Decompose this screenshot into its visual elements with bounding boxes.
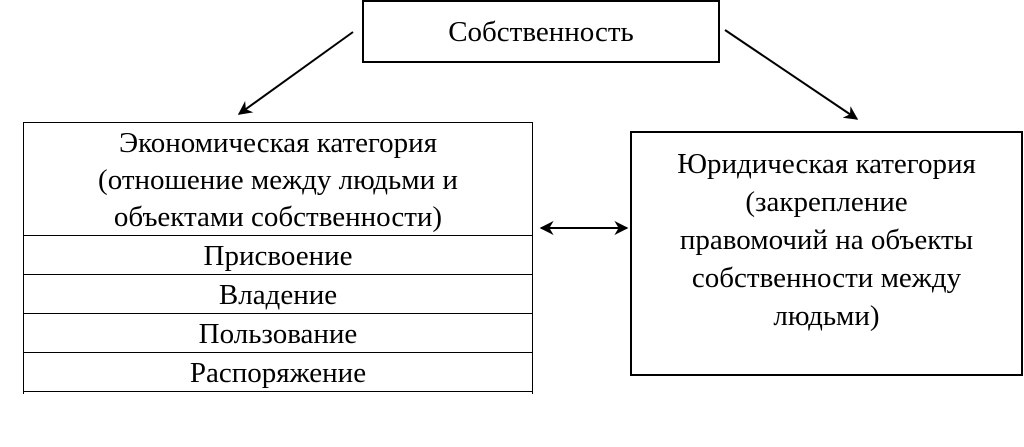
legal-line: людьми) [773,300,880,332]
legal-line: правомочий на объекты [679,224,974,256]
row-disposal: Распоряжение [24,353,532,392]
economic-category-header: Экономическая категория (отношение между… [24,122,532,236]
legal-line: Юридическая категория [677,148,976,180]
header-line: Экономическая категория [118,127,438,159]
economic-category-table: Экономическая категория (отношение между… [23,122,533,394]
row-possession: Владение [24,275,532,314]
arrow-to-legal [724,29,859,120]
legal-line: собственности между [691,262,962,294]
arrow-to-economic [237,31,354,115]
legal-category-box: Юридическая категория (закрепление право… [630,131,1023,376]
legal-line: (закрепление [745,186,908,218]
ownership-box: Собственность [362,0,720,63]
header-line: (отношение между людьми и [98,164,458,196]
row-appropriation: Присвоение [24,236,532,275]
ownership-label: Собственность [448,16,634,48]
header-line: объектами собственности) [113,201,443,233]
row-use: Пользование [24,314,532,353]
